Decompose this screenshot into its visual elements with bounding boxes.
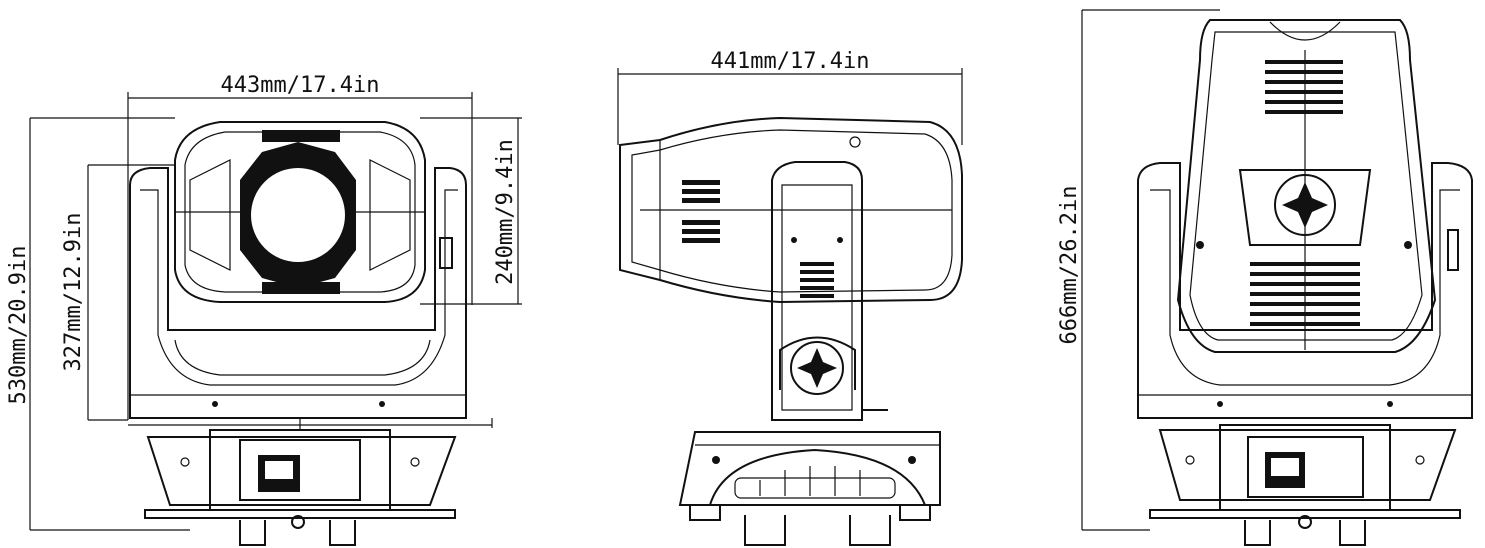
front-total-height-label: 530mm/20.9in xyxy=(6,246,31,405)
front-width-label: 443mm/17.4in xyxy=(221,73,380,98)
rear-bottom-vent xyxy=(1250,262,1360,326)
side-length-label: 441mm/17.4in xyxy=(711,49,870,74)
front-total-height-dimension: 530mm/20.9in xyxy=(6,117,190,531)
rear-height-dimension: 666mm/26.2in xyxy=(1057,9,1220,531)
rear-height-label: 666mm/26.2in xyxy=(1057,186,1082,345)
side-view: 441mm/17.4in xyxy=(617,49,963,546)
front-tilt-height-dimension: 327mm/12.9in xyxy=(61,164,175,421)
front-head-height-label: 240mm/9.4in xyxy=(493,139,518,285)
front-view: 443mm/17.4in 530mm/20.9in 327mm/12.9in 2… xyxy=(6,73,522,546)
rear-view: 666mm/26.2in xyxy=(1057,9,1473,546)
rear-top-vent xyxy=(1265,60,1343,114)
front-head-height-dimension: 240mm/9.4in xyxy=(420,117,522,305)
side-arm-vent xyxy=(800,262,834,298)
side-head-vent xyxy=(682,180,720,243)
side-length-dimension: 441mm/17.4in xyxy=(617,49,963,145)
front-width-dimension: 443mm/17.4in xyxy=(127,73,473,420)
side-base-vent xyxy=(734,466,896,499)
front-tilt-height-label: 327mm/12.9in xyxy=(61,213,86,372)
